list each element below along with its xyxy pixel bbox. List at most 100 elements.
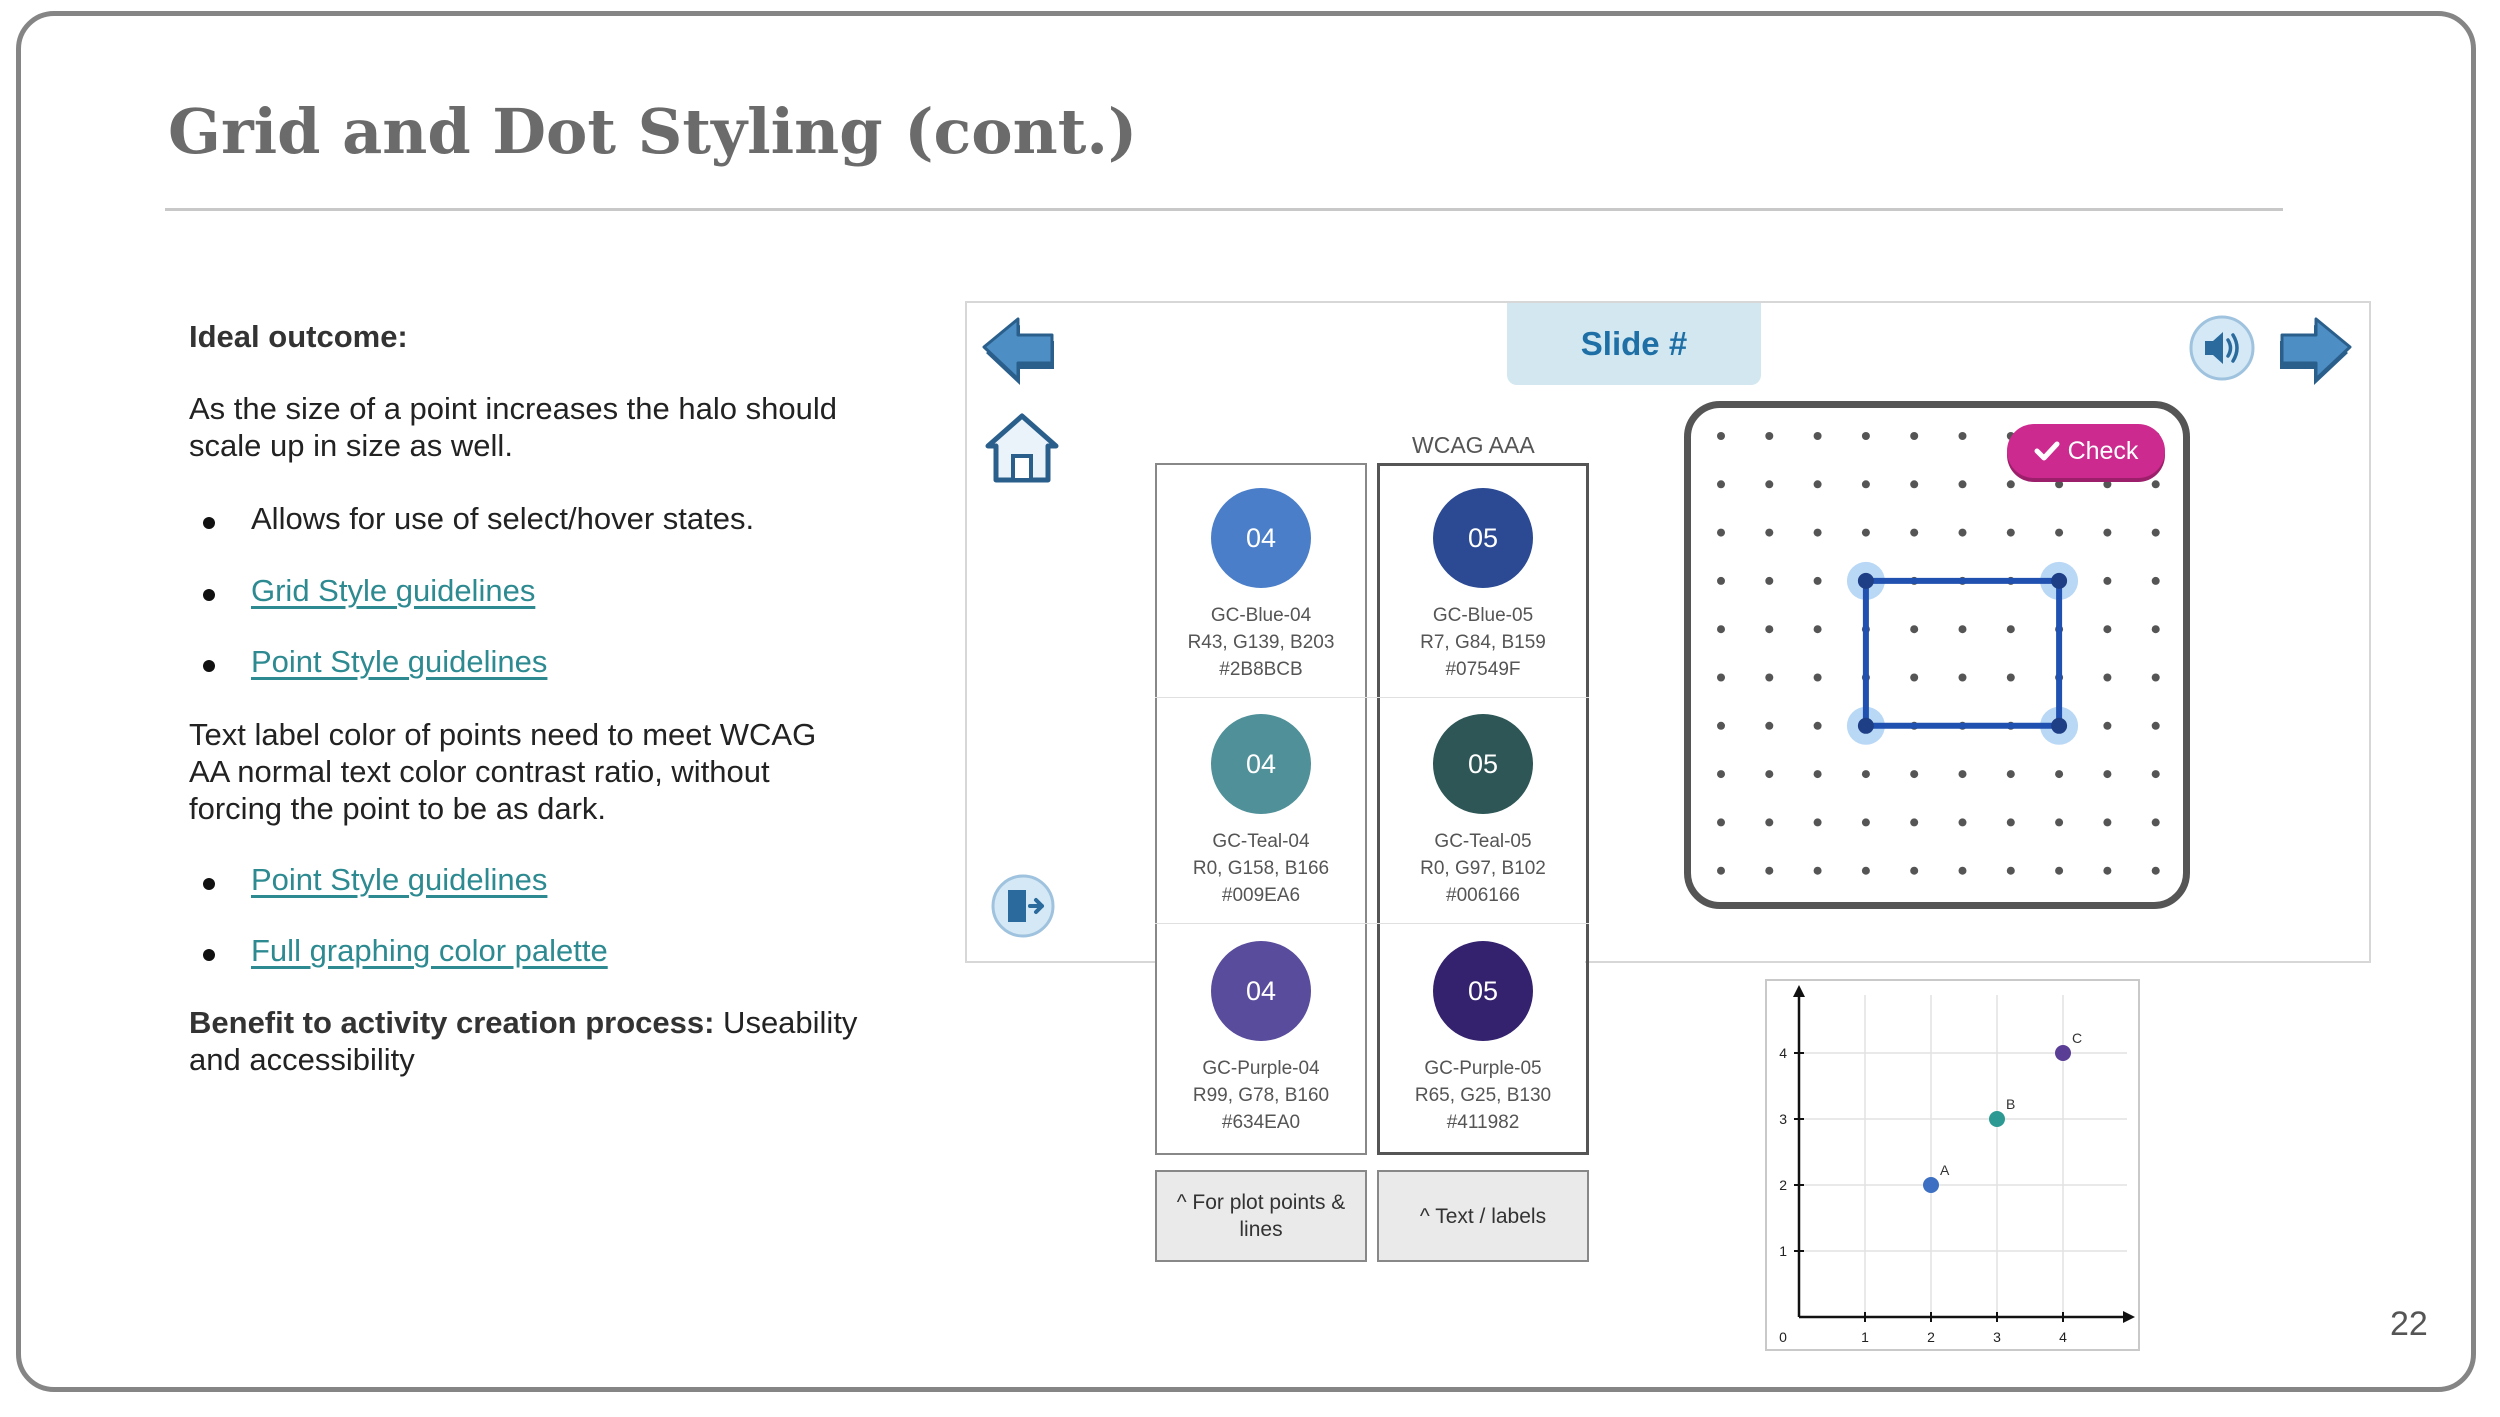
grid-dot [1910,480,1919,489]
swatch-blue-04: 04 GC-Blue-04 R43, G139, B203 #2B8BCB [1155,488,1367,683]
grid-dot [1813,625,1822,634]
grid-dot [2006,480,2015,489]
data-point-a [1923,1177,1939,1193]
grid-dot [2055,818,2064,827]
grid-dot [1717,866,1725,875]
grid-dot [1765,576,1774,585]
grid-dot [2151,818,2160,827]
swatch-blue-05: 05 GC-Blue-05 R7, G84, B159 #07549F [1377,488,1589,683]
grid-dot [1717,721,1725,730]
swatch-hex: #006166 [1446,885,1520,906]
swatch-hex: #634EA0 [1221,1112,1301,1133]
bullet-dot [203,589,215,601]
swatch-circle: 04 [1211,941,1311,1041]
x-tick-label: 2 [1927,1329,1935,1345]
point-style-guidelines-link[interactable]: Point Style guidelines [251,644,548,679]
grid-dot [2055,480,2064,489]
grid-dot [2103,625,2112,634]
grid-dot [1765,866,1774,875]
swatch-circle: 04 [1211,714,1311,814]
page-number: 22 [2390,1305,2428,1343]
checkmark-icon [2034,441,2060,461]
grid-dot [1861,528,1870,537]
grid-dot [2151,480,2160,489]
grid-dot [2151,866,2160,875]
grid-dot [1910,818,1919,827]
grid-dot [1717,576,1725,585]
grid-dot [1958,866,1967,875]
grid-dot [1717,528,1725,537]
footer-text-labels: ^ Text / labels [1377,1170,1589,1262]
check-button[interactable]: Check [2007,424,2165,478]
grid-dot [1910,625,1919,634]
swatch-name: GC-Teal-05 [1434,831,1532,852]
grid-dot [1717,480,1725,489]
grid-dot [2103,866,2112,875]
grid-dot [1717,673,1725,682]
grid-dot [1910,770,1919,779]
grid-dot [1717,818,1725,827]
grid-dot [1717,432,1725,440]
swatch-column-05 [1377,463,1589,1155]
wcag-paragraph: Text label color of points need to meet … [189,717,817,826]
wcag-aaa-header: WCAG AAA [1412,432,1535,458]
swatch-hex: #009EA6 [1221,885,1301,906]
grid-dot [2103,770,2112,779]
grid-dot [1861,818,1870,827]
grid-dot [1813,432,1822,440]
point-style-guidelines-link-2[interactable]: Point Style guidelines [251,862,548,897]
grid-dot [1813,673,1822,682]
swatch-name: GC-Blue-04 [1210,605,1312,626]
grid-dot [1910,432,1919,440]
swatch-name: GC-Purple-05 [1424,1058,1542,1079]
grid-dot [2151,625,2160,634]
row-divider [1155,697,1589,698]
grid-dot [1813,528,1822,537]
grid-dot [1765,818,1774,827]
dot-grid[interactable] [1691,408,2183,902]
swatch-purple-05: 05 GC-Purple-05 R65, G25, B130 #411982 [1377,941,1589,1136]
square-shape [1862,577,2063,729]
grid-dot [1861,480,1870,489]
grid-dot [1765,625,1774,634]
grid-dot [2151,576,2160,585]
grid-dot [1910,673,1919,682]
grid-dot [1958,480,1967,489]
grid-dot [1765,721,1774,730]
swatch-rgb: R0, G158, B166 [1192,858,1330,879]
ideal-outcome-heading: Ideal outcome: [189,319,408,354]
benefit-text: Useability and accessibility [189,1005,858,1077]
dot-grid-panel[interactable] [1684,401,2190,909]
swatch-hex: #07549F [1445,659,1521,680]
point-label-c: C [2072,1030,2082,1046]
x-tick-label: 1 [1861,1329,1869,1345]
grid-dot [2103,673,2112,682]
back-arrow-icon[interactable] [980,313,1062,389]
grid-dot [2151,528,2160,537]
swatch-circle: 05 [1433,714,1533,814]
grid-style-guidelines-link[interactable]: Grid Style guidelines [251,573,536,608]
home-icon[interactable] [982,408,1062,488]
x-tick-label: 3 [1993,1329,2001,1345]
grid-dot [1717,770,1725,779]
color-swatch-table: 04 GC-Blue-04 R43, G139, B203 #2B8BCB 05… [1155,463,1589,1262]
grid-dot [2103,480,2112,489]
y-tick-label: 2 [1779,1177,1787,1193]
grid-dot [1958,673,1967,682]
forward-arrow-icon[interactable] [2272,313,2354,389]
speaker-icon[interactable] [2188,314,2256,382]
x-axis-arrow [2123,1311,2135,1323]
grid-dot [2006,770,2015,779]
grid-dot [1813,480,1822,489]
halo-paragraph: As the size of a point increases the hal… [189,391,837,463]
grid-dot [1958,625,1967,634]
graphing-color-palette-link[interactable]: Full graphing color palette [251,933,608,968]
exit-icon[interactable] [990,873,1056,939]
swatch-rgb: R99, G78, B160 [1192,1085,1330,1106]
swatch-column-04 [1155,463,1367,1155]
bullet-dot [203,878,215,890]
x-tick-label: 0 [1779,1329,1787,1345]
grid-dot [1765,673,1774,682]
